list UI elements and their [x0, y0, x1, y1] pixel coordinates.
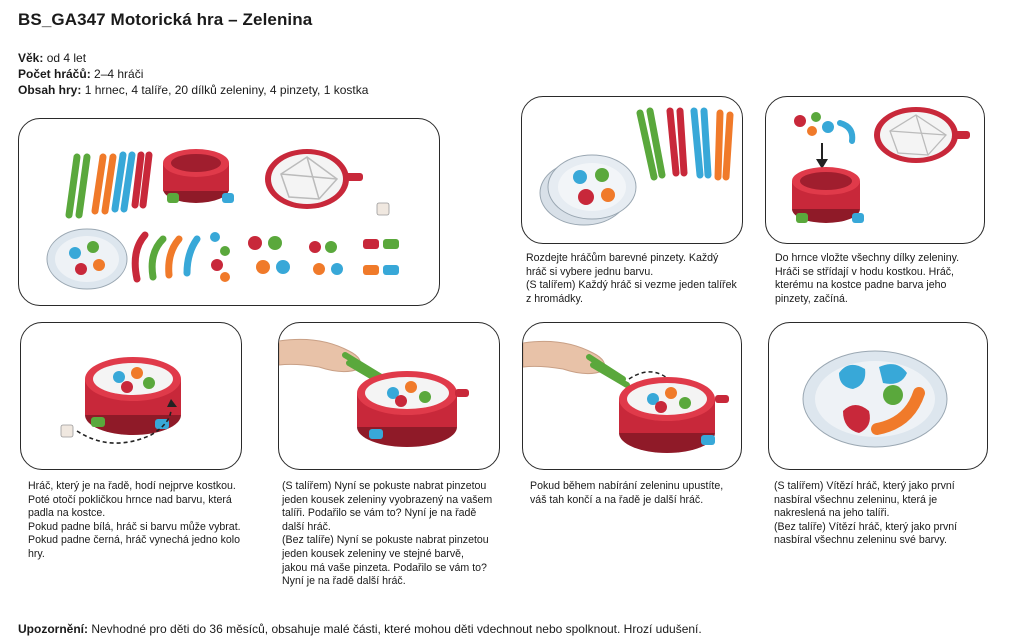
caption-line: Hráč, který je na řadě, hodí nejprve kos…: [28, 480, 236, 492]
warning-footer: Upozornění: Nevhodné pro děti do 36 měsí…: [18, 622, 702, 636]
step4-caption: (S talířem) Nyní se pokuste nabrat pinze…: [282, 480, 510, 589]
step4-illustration: [278, 322, 500, 470]
caption-line: (Bez talíře) Vítězí hráč, který jako prv…: [774, 520, 958, 533]
warning-label: Upozornění:: [18, 622, 88, 636]
caption-line: kterému na kostce padne barva jeho: [775, 279, 947, 292]
caption-line: Rozdejte hráčům barevné pinzety. Každý: [526, 252, 719, 264]
caption-line: pinzety, začíná.: [775, 292, 848, 305]
step1-illustration: [521, 96, 743, 244]
caption-line: (Bez talíře) Nyní se pokuste nabrat pinz…: [282, 534, 489, 547]
caption-line: nasbíral všechnu zeleninu, která je: [774, 493, 938, 506]
caption-line: další hráč.: [282, 520, 331, 533]
caption-line: nakreslená na jeho talíři.: [774, 507, 890, 520]
caption-line: Pokud během nabírání zeleninu upustíte,: [530, 480, 724, 492]
caption-line: Pokud padne černá, hráč vynechá jedno ko…: [28, 534, 241, 547]
caption-line: Do hrnce vložte všechny dílky zeleniny.: [775, 252, 960, 264]
caption-line: padla na kostce.: [28, 507, 106, 520]
warning-text: Nevhodné pro děti do 36 měsíců, obsahuje…: [88, 622, 702, 636]
caption-line: hráč si vybere jednu barvu.: [526, 265, 654, 278]
step3-caption: Hráč, který je na řadě, hodí nejprve kos…: [28, 480, 256, 562]
caption-line: nasbíral všechnu zeleninu své barvy.: [774, 534, 947, 547]
caption-line: váš tah končí a na řadě je další hráč.: [530, 493, 704, 506]
caption-line: jakou má vaše pinzeta. Podařilo se vám t…: [282, 561, 487, 574]
document-title: BS_GA347 Motorická hra – Zelenina: [18, 10, 313, 29]
caption-line: (S talířem) Nyní se pokuste nabrat pinze…: [282, 480, 487, 492]
step5-illustration: [522, 322, 742, 470]
step6-caption: (S talířem) Vítězí hráč, který jako prvn…: [774, 480, 1002, 548]
game-info: Věk: od 4 let Počet hráčů: 2–4 hráči Obs…: [18, 50, 368, 98]
caption-line: Nyní je na řadě další hráč.: [282, 575, 406, 588]
contents-line: Obsah hry: 1 hrnec, 4 talíře, 20 dílků z…: [18, 83, 369, 97]
step2-caption: Do hrnce vložte všechny dílky zeleniny. …: [775, 252, 997, 306]
caption-line: Pokud padne bílá, hráč si barvu může vyb…: [28, 520, 241, 533]
step2-illustration: [765, 96, 985, 244]
caption-line: jeden kousek zeleniny vyobrazený na vaše…: [282, 493, 493, 506]
age-line: Věk: od 4 let: [18, 51, 87, 65]
caption-line: (S talířem) Každý hráč si vezme jeden ta…: [526, 279, 737, 292]
step5-caption: Pokud během nabírání zeleninu upustíte, …: [530, 480, 758, 507]
caption-line: talíři. Podařilo se vám to? Nyní je na ř…: [282, 507, 477, 520]
step6-illustration: [768, 322, 988, 470]
step3-illustration: [20, 322, 242, 470]
caption-line: (S talířem) Vítězí hráč, který jako prvn…: [774, 480, 955, 492]
caption-line: jeden kousek zeleniny ve stejné barvě,: [282, 547, 464, 560]
contents-illustration: [18, 118, 440, 306]
caption-line: Poté otočí pokličkou hrnce nad barvu, kt…: [28, 493, 232, 506]
step1-caption: Rozdejte hráčům barevné pinzety. Každý h…: [526, 252, 748, 306]
caption-line: hry.: [28, 547, 45, 560]
caption-line: z hromádky.: [526, 292, 583, 305]
players-line: Počet hráčů: 2–4 hráči: [18, 67, 144, 81]
caption-line: Hráči se střídají v hodu kostkou. Hráč,: [775, 265, 954, 278]
